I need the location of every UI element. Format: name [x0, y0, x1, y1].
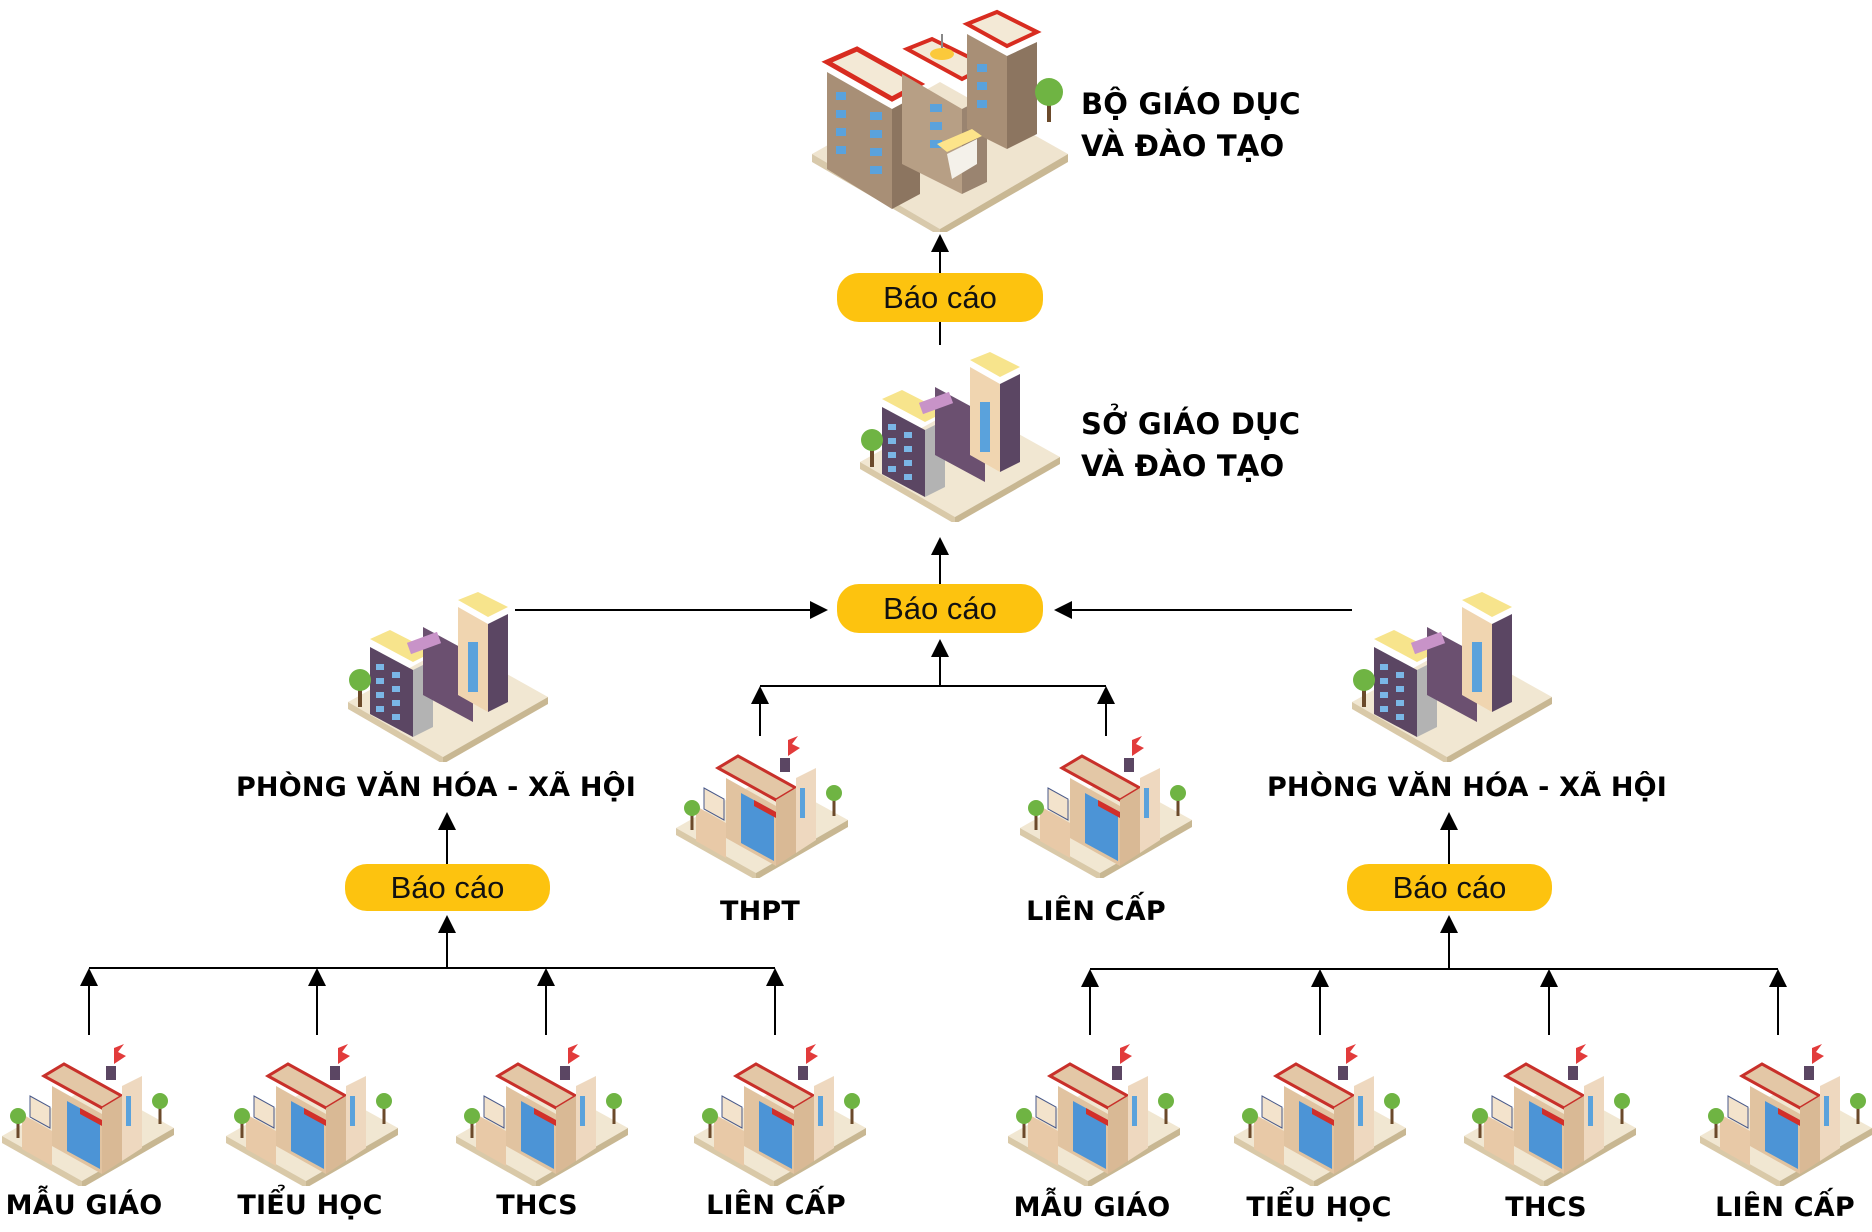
arrowhead	[1769, 969, 1787, 987]
right-school-label: THCS	[1505, 1192, 1587, 1223]
ministry-label-line2: VÀ ĐÀO TẠO	[1081, 129, 1285, 163]
right-school-1-building-icon	[1234, 1036, 1406, 1191]
arrowhead	[1540, 969, 1558, 987]
thpt-label: THPT	[719, 896, 801, 927]
office-right-label: PHÒNG VĂN HÓA - XÃ HỘI	[1266, 772, 1668, 803]
arrowhead	[438, 915, 456, 933]
arrowhead	[766, 968, 784, 986]
ministry-label: BỘ GIÁO DỤC VÀ ĐÀO TẠO	[1081, 83, 1301, 167]
arrowhead	[80, 968, 98, 986]
ministry-building-icon	[812, 4, 1068, 237]
arrowhead	[308, 968, 326, 986]
arrowhead	[438, 812, 456, 830]
left-school-2-building-icon	[456, 1036, 628, 1191]
report-badge-ministry: Báo cáo	[837, 273, 1043, 322]
left-school-label: THCS	[496, 1190, 578, 1221]
right-school-0-building-icon	[1008, 1036, 1180, 1191]
arrowhead	[1081, 969, 1099, 987]
arrowhead	[1440, 915, 1458, 933]
department-label: SỞ GIÁO DỤC VÀ ĐÀO TẠO	[1081, 403, 1300, 487]
arrowhead	[1054, 601, 1072, 619]
left-school-label: LIÊN CẤP	[706, 1190, 846, 1221]
ministry-label-line1: BỘ GIÁO DỤC	[1081, 87, 1301, 121]
lien-cap-mid-building-icon	[1020, 728, 1192, 883]
left-school-0-building-icon	[2, 1036, 174, 1191]
report-badge-text: Báo cáo	[1392, 869, 1507, 905]
department-label-line1: SỞ GIÁO DỤC	[1081, 407, 1301, 441]
office-left-building-icon	[348, 592, 548, 767]
report-badge-text: Báo cáo	[883, 279, 997, 315]
report-badge-text: Báo cáo	[883, 590, 997, 626]
right-school-label: TIỂU HỌC	[1246, 1192, 1392, 1223]
arrowhead	[751, 686, 769, 704]
arrowhead	[1440, 812, 1458, 830]
office-right-building-icon	[1352, 592, 1552, 767]
arrowhead	[931, 639, 949, 657]
left-school-1-building-icon	[226, 1036, 398, 1191]
right-school-label: LIÊN CẤP	[1715, 1192, 1855, 1223]
left-school-label: TIỂU HỌC	[237, 1190, 383, 1221]
arrowhead	[1097, 686, 1115, 704]
report-badge-left-office: Báo cáo	[345, 864, 550, 911]
right-school-2-building-icon	[1464, 1036, 1636, 1191]
department-building-icon	[860, 352, 1060, 527]
left-school-3-building-icon	[694, 1036, 866, 1191]
arrowhead	[810, 601, 828, 619]
thpt-building-icon	[676, 728, 848, 883]
office-left-label: PHÒNG VĂN HÓA - XÃ HỘI	[235, 772, 637, 803]
department-label-line2: VÀ ĐÀO TẠO	[1081, 449, 1285, 483]
right-school-label: MẪU GIÁO	[1013, 1192, 1171, 1223]
report-badge-text: Báo cáo	[390, 869, 505, 905]
arrowhead	[1311, 969, 1329, 987]
report-badge-right-office: Báo cáo	[1347, 864, 1552, 911]
lien-cap-mid-label: LIÊN CẤP	[1026, 896, 1166, 927]
arrowhead	[931, 234, 949, 252]
right-school-3-building-icon	[1700, 1036, 1872, 1191]
arrowhead	[931, 537, 949, 555]
report-badge-department: Báo cáo	[837, 584, 1043, 633]
arrowhead	[537, 968, 555, 986]
left-school-label: MẪU GIÁO	[5, 1190, 163, 1221]
